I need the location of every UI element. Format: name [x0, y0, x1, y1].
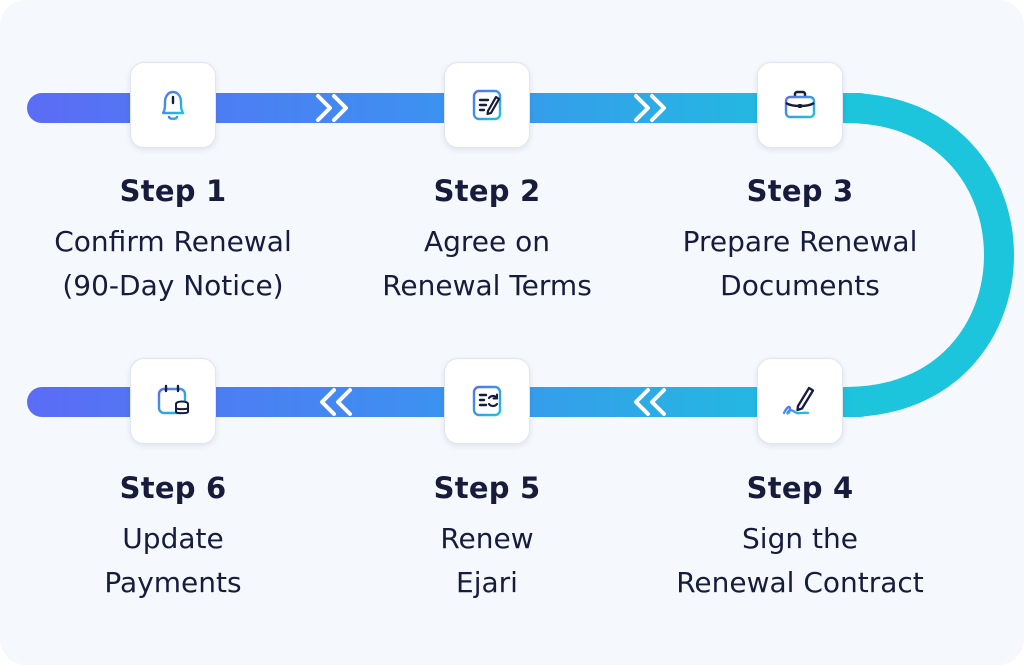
step-5-title: Step 5 [433, 471, 541, 505]
step-4-description: Sign the Renewal Contract [676, 522, 924, 599]
chevron-right-icon [634, 94, 650, 122]
step-4-title: Step 4 [746, 471, 854, 505]
step-6-description: Update Payments [104, 522, 242, 599]
step-3-icon-box [757, 62, 843, 148]
step-2-description: Agree on Renewal Terms [382, 225, 592, 302]
chevron-right-icon [316, 94, 332, 122]
step-6-icon-box [130, 358, 216, 444]
step-1-description: Confirm Renewal (90-Day Notice) [54, 225, 292, 302]
chevron-left-icon [634, 388, 650, 416]
edit-document-icon [472, 89, 502, 121]
document-refresh-icon [472, 385, 502, 417]
step-2-title: Step 2 [433, 174, 541, 208]
step-3-description: Prepare Renewal Documents [682, 225, 918, 302]
step-3-title: Step 3 [746, 174, 854, 208]
calendar-coins-icon [157, 384, 189, 415]
track-turn [845, 93, 1014, 417]
chevron-left-icon [650, 388, 666, 416]
step-5-icon-box [444, 358, 530, 444]
bell-icon [159, 90, 187, 121]
chevron-right-icon [650, 94, 666, 122]
chevron-left-icon [320, 388, 336, 416]
chevron-right-icon [332, 94, 348, 122]
chevron-left-icon [336, 388, 352, 416]
step-4-icon-box [757, 358, 843, 444]
step-1-title: Step 1 [119, 174, 227, 208]
briefcase-icon [784, 90, 816, 119]
step-5-description: Renew Ejari [440, 522, 534, 599]
signature-pen-icon [782, 386, 815, 415]
step-2-icon-box [444, 62, 530, 148]
step-6-title: Step 6 [119, 471, 227, 505]
step-1-icon-box [130, 62, 216, 148]
